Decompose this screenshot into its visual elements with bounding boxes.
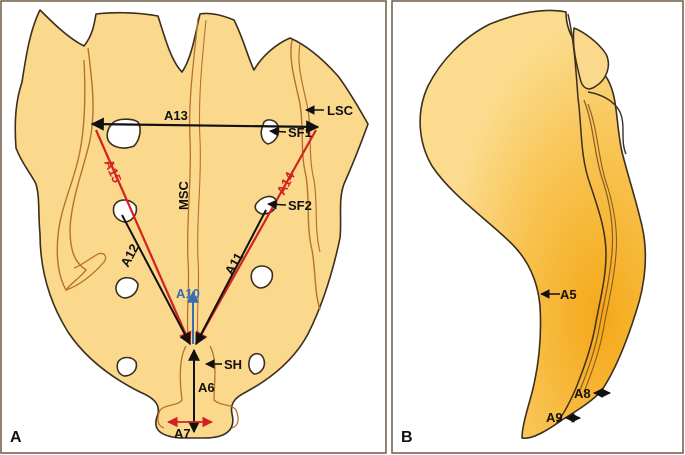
panel-b-letter: B [401, 429, 413, 446]
label-sf2: SF2 [288, 198, 312, 213]
label-lsc: LSC [327, 103, 354, 118]
left-sacral-foramen-4 [116, 356, 138, 377]
label-sf1: SF1 [288, 125, 312, 140]
a13-measure-line [90, 117, 320, 134]
left-auricular-edge [56, 47, 94, 292]
sf2-leader-arrow [267, 199, 287, 210]
label-sh: SH [224, 357, 242, 372]
right-sacral-foramen-3 [250, 265, 274, 289]
left-sacral-foramen-3 [115, 276, 139, 299]
label-msc: MSC [176, 181, 191, 211]
label-a8: A8 [574, 386, 591, 401]
a12-measure-line [121, 214, 191, 346]
a15-measure-line [94, 129, 192, 346]
posterior-wing-contour [572, 27, 610, 90]
panel-a: LSC A13 SF1 SF2 MSC A15 A14 A12 A11 A10 … [0, 0, 387, 454]
panel-b: A5 A8 A9 B [391, 0, 684, 454]
right-lateral-crest-inner [298, 43, 321, 253]
a14-measure-line [195, 129, 317, 346]
label-a7: A7 [174, 426, 191, 441]
posterior-boundary-line [555, 13, 607, 425]
right-sacral-foramen-4 [248, 352, 266, 375]
label-a5: A5 [560, 287, 577, 302]
left-auricular-notch [65, 252, 107, 291]
inner-contour-line-2 [583, 103, 618, 393]
label-a6: A6 [198, 380, 215, 395]
panel-a-letter: A [10, 429, 22, 446]
label-a9: A9 [546, 410, 563, 425]
label-a10: A10 [176, 286, 200, 301]
sacrum-posterior-outline [14, 9, 369, 439]
right-lateral-crest [290, 39, 321, 311]
sacral-hiatus [157, 345, 239, 429]
sf1-leader-arrow [269, 126, 287, 137]
label-a13: A13 [164, 108, 188, 123]
a11-measure-line [195, 209, 267, 346]
inner-contour-line-1 [579, 99, 614, 391]
anterior-bump [587, 91, 627, 155]
